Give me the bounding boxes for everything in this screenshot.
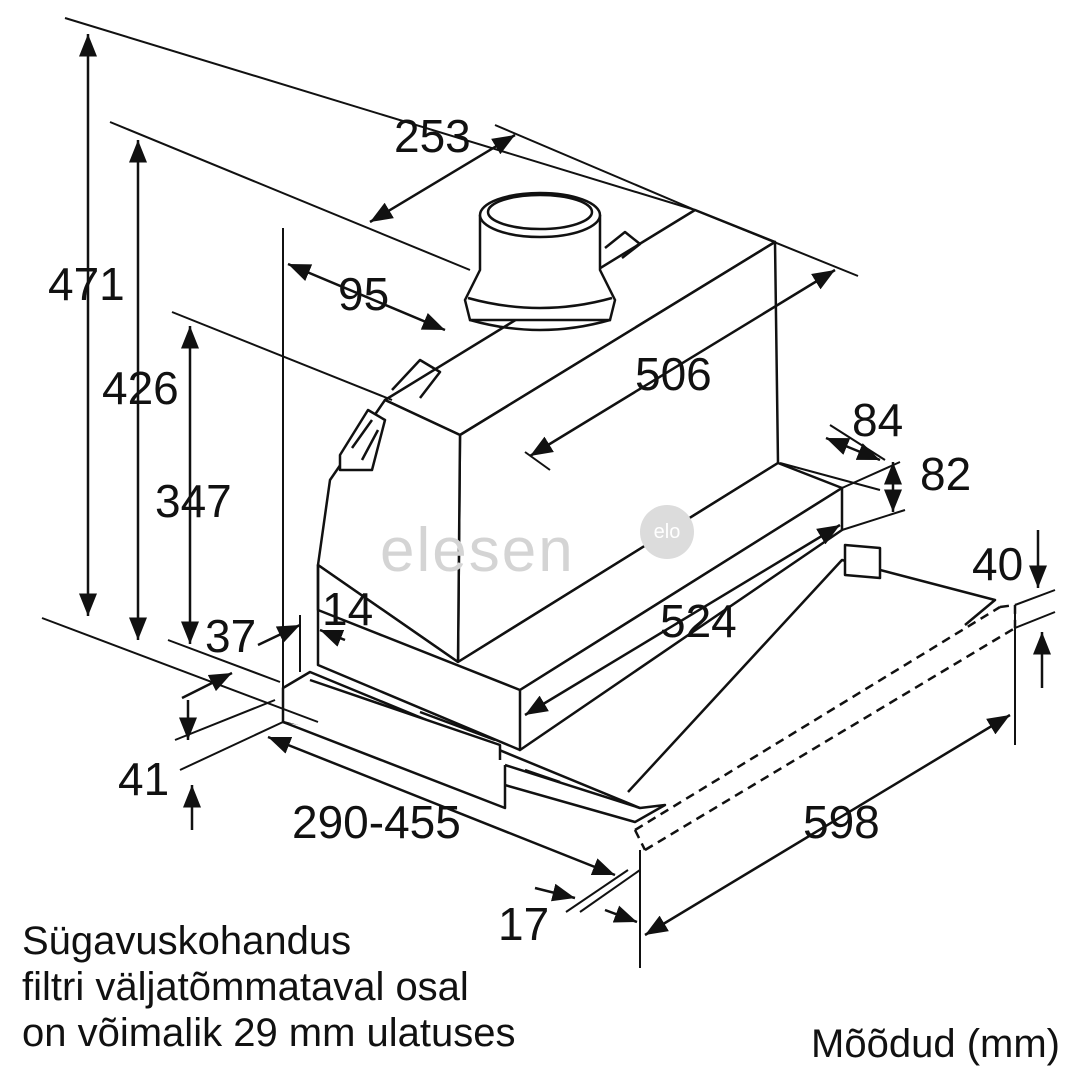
dim-426: 426	[102, 362, 179, 414]
dimension-labels: 471 426 347 253 95 506 84 82 40 524 14 3…	[48, 110, 1023, 950]
watermark-badge: elo	[640, 505, 694, 559]
dim-41: 41	[118, 753, 169, 805]
dim-598: 598	[803, 796, 880, 848]
dim-84: 84	[852, 394, 903, 446]
dim-524: 524	[660, 595, 737, 647]
note-line-1: Sügavuskohandus	[22, 919, 352, 963]
dim-40: 40	[972, 538, 1023, 590]
watermark: elesen	[380, 516, 575, 585]
dim-253: 253	[394, 110, 471, 162]
dim-14: 14	[322, 583, 373, 635]
dim-82: 82	[920, 448, 971, 500]
adjustment-note: Sügavuskohandus filtri väljatõmmataval o…	[22, 918, 516, 1056]
dim-471: 471	[48, 258, 125, 310]
note-line-3: on võimalik 29 mm ulatuses	[22, 1011, 516, 1055]
units-label: Mõõdud (mm)	[811, 1022, 1060, 1066]
dim-290-455: 290-455	[292, 796, 461, 848]
extension-lines	[41, 17, 1056, 968]
dimension-arrows	[79, 34, 1011, 937]
dim-347: 347	[155, 475, 232, 527]
dim-37: 37	[205, 610, 256, 662]
note-line-2: filtri väljatõmmataval osal	[22, 965, 469, 1009]
dim-95: 95	[338, 268, 389, 320]
exhaust-duct	[463, 191, 617, 332]
dim-17: 17	[498, 898, 549, 950]
dim-506: 506	[635, 348, 712, 400]
inward-arrows	[179, 530, 1051, 924]
